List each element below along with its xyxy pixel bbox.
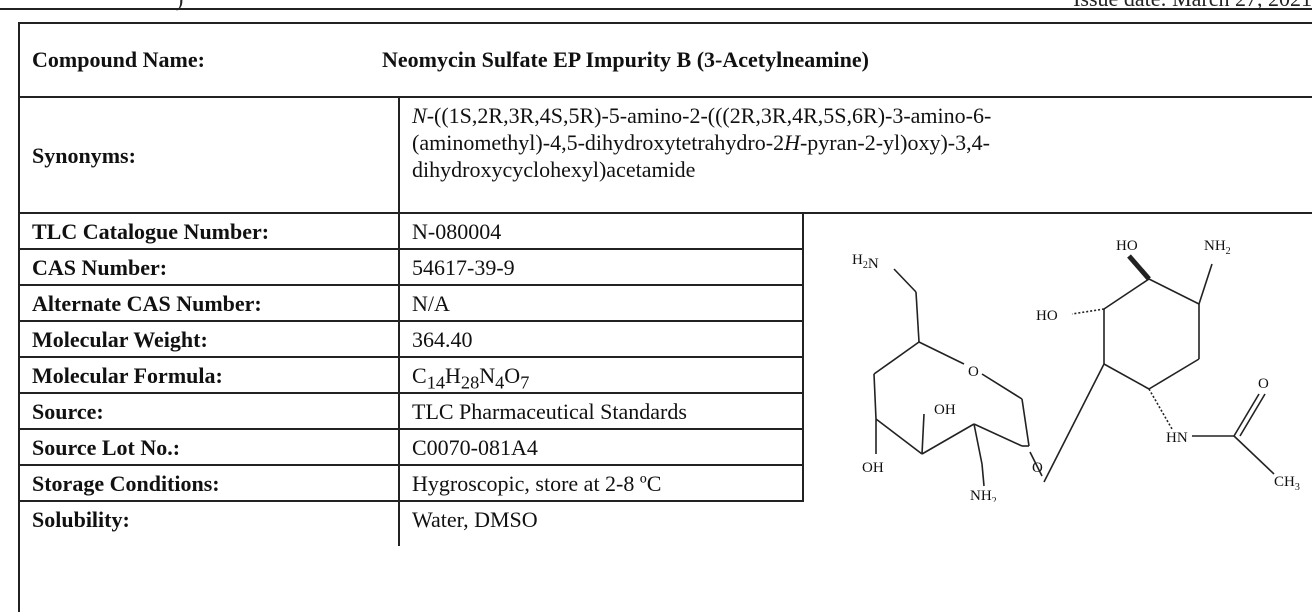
column-divider xyxy=(398,98,400,214)
struct-label-ho-top: HO xyxy=(1116,238,1138,254)
row-label: Alternate CAS Number: xyxy=(32,291,262,316)
row-value: N/A xyxy=(412,291,450,316)
synonyms-label: Synonyms: xyxy=(32,143,136,168)
synonyms-line: N-((1S,2R,3R,4S,5R)-5-amino-2-(((2R,3R,4… xyxy=(412,103,992,128)
row-value: Hygroscopic, store at 2-8 ºC xyxy=(412,471,662,496)
table-row: Storage Conditions: Hygroscopic, store a… xyxy=(20,466,804,502)
column-divider xyxy=(398,214,400,546)
struct-label-oh-ring: OH xyxy=(934,402,956,418)
chemical-structure: HO NH2 H2N HO O O OH HN OH O CH3 NH2 xyxy=(804,214,1312,502)
row-label: Molecular Weight: xyxy=(32,327,208,352)
issue-date-fragment: Issue date: March 27, 2021 xyxy=(1073,0,1312,12)
table-row: Source: TLC Pharmaceutical Standards xyxy=(20,394,804,430)
struct-label-nh2-bottom: NH2 xyxy=(970,488,997,502)
solubility-row: Solubility: Water, DMSO xyxy=(20,502,1312,538)
structure-divider xyxy=(802,214,804,502)
compound-name-value: Neomycin Sulfate EP Impurity B (3-Acetyl… xyxy=(382,47,869,72)
row-value: N-080004 xyxy=(412,219,502,244)
top-rule xyxy=(0,8,1312,10)
row-value: 364.40 xyxy=(412,327,473,352)
solubility-label: Solubility: xyxy=(32,507,130,532)
table-row: Alternate CAS Number: N/A xyxy=(20,286,804,322)
row-label: Molecular Formula: xyxy=(32,363,223,388)
row-label: TLC Catalogue Number: xyxy=(32,219,270,244)
page-top-fragment: ) Issue date: March 27, 2021 xyxy=(0,0,1312,22)
struct-label-hn: HN xyxy=(1166,430,1188,446)
table-row: Molecular Formula: C14H28N4O7 xyxy=(20,358,804,394)
synonyms-line: dihydroxycyclohexyl)acetamide xyxy=(412,157,696,182)
struct-label-nh2-top: NH2 xyxy=(1204,238,1231,257)
table-row: Source Lot No.: C0070-081A4 xyxy=(20,430,804,466)
row-value: TLC Pharmaceutical Standards xyxy=(412,399,687,424)
row-label: CAS Number: xyxy=(32,255,168,280)
row-label: Storage Conditions: xyxy=(32,471,220,496)
row-value: 54617-39-9 xyxy=(412,255,515,280)
compound-name-label: Compound Name: xyxy=(32,47,205,72)
struct-label-ho-mid: HO xyxy=(1036,308,1058,324)
row-label: Source: xyxy=(32,399,104,424)
solubility-value: Water, DMSO xyxy=(412,507,538,532)
synonyms-value: N-((1S,2R,3R,4S,5R)-5-amino-2-(((2R,3R,4… xyxy=(412,102,991,183)
synonyms-line: (aminomethyl)-4,5-dihydroxytetrahydro-2H… xyxy=(412,130,990,155)
table-row: TLC Catalogue Number: N-080004 xyxy=(20,214,804,250)
header-left-mark: ) xyxy=(176,0,183,12)
row-label: Source Lot No.: xyxy=(32,435,181,460)
struct-label-h2n: H2N xyxy=(852,252,879,272)
struct-label-o-carbonyl: O xyxy=(1258,376,1269,392)
struct-label-o-ring: O xyxy=(968,364,979,380)
molecular-formula-value: C14H28N4O7 xyxy=(412,363,530,393)
struct-label-ch3: CH3 xyxy=(1274,474,1300,493)
compound-spec-table: Compound Name: Neomycin Sulfate EP Impur… xyxy=(18,22,1312,612)
struct-label-o-link: O xyxy=(1032,460,1043,476)
table-row: CAS Number: 54617-39-9 xyxy=(20,250,804,286)
table-row: Molecular Weight: 364.40 xyxy=(20,322,804,358)
synonyms-row: Synonyms: N-((1S,2R,3R,4S,5R)-5-amino-2-… xyxy=(20,98,1312,214)
compound-name-row: Compound Name: Neomycin Sulfate EP Impur… xyxy=(20,24,1312,98)
row-value: C0070-081A4 xyxy=(412,435,538,460)
structure-drawing: HO NH2 H2N HO O O OH HN OH O CH3 NH2 xyxy=(852,238,1300,502)
struct-label-oh-low: OH xyxy=(862,460,884,476)
